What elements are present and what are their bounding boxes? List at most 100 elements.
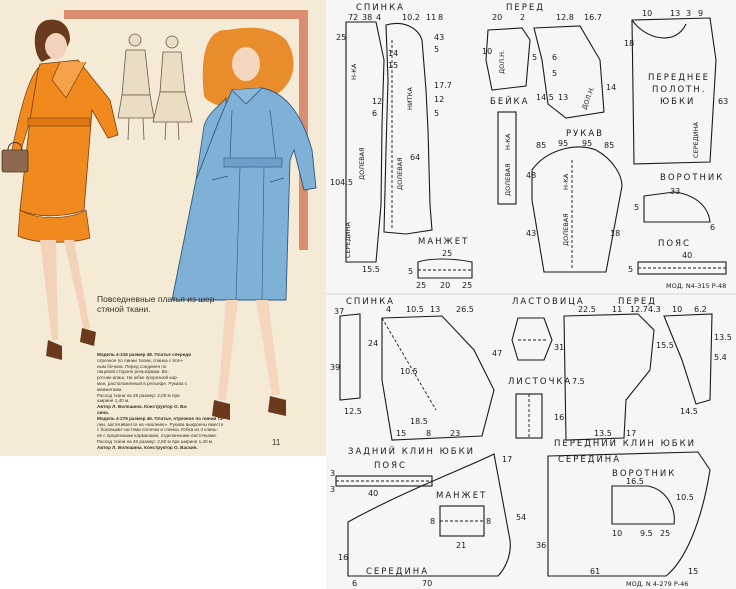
svg-text:13: 13 xyxy=(430,305,440,314)
svg-text:10.5: 10.5 xyxy=(400,367,418,376)
model-label-top: МОД. N4-315 Р-48 xyxy=(666,282,726,290)
svg-text:85: 85 xyxy=(536,141,546,150)
model-label-bottom: МОД. N 4-279 Р-46 xyxy=(626,580,688,588)
svg-text:5.4: 5.4 xyxy=(714,353,727,362)
svg-text:8: 8 xyxy=(430,517,435,526)
svg-text:5: 5 xyxy=(434,45,439,54)
caption-title-line-1: Повседневные платья из шер- xyxy=(97,294,218,304)
decorative-frame-top xyxy=(64,10,308,19)
svg-text:40: 40 xyxy=(682,251,692,260)
caption-line: ширине 1,40 м. xyxy=(97,398,130,404)
svg-text:6: 6 xyxy=(372,109,377,118)
manzhet-measurements-top: 25 5 25 20 25 xyxy=(408,249,472,290)
svg-text:10.5: 10.5 xyxy=(676,493,694,502)
svg-text:10.2: 10.2 xyxy=(402,13,420,22)
label-seredina-bottom-1: СЕРЕДИНА xyxy=(366,567,429,577)
svg-text:63: 63 xyxy=(718,97,728,106)
svg-text:31: 31 xyxy=(554,343,564,352)
svg-text:7.5: 7.5 xyxy=(572,377,585,386)
caption-line: с боковыми частями полочки и спинки. Юбк… xyxy=(97,427,218,433)
svg-text:8: 8 xyxy=(438,13,443,22)
pattern-cuff-piece-top: МАНЖЕТ 25 5 25 20 25 xyxy=(408,237,473,290)
orange-dress-figure xyxy=(1,19,119,360)
spinka-measurements-top: 72 38 4 10.2 11 8 25 14 15 43 5 12 6 17.… xyxy=(330,13,452,274)
svg-text:11: 11 xyxy=(612,305,622,314)
pattern-back-piece-top: СПИНКА СЕРЕДИНА ДОЛЕВАЯ ДОЛЕВАЯ НИТКА Н-… xyxy=(330,3,452,274)
pattern-welt-piece: ЛИСТОЧКА xyxy=(508,377,572,439)
svg-text:72: 72 xyxy=(348,13,358,22)
svg-text:14: 14 xyxy=(388,49,398,58)
svg-text:16.7: 16.7 xyxy=(584,13,602,22)
svg-text:95: 95 xyxy=(582,139,592,148)
caption-title-line-2: стяной ткани. xyxy=(97,304,151,314)
svg-text:3: 3 xyxy=(330,485,335,494)
caption-line: Автор Л. Волошина. Конструктор О. Васкин… xyxy=(97,444,198,450)
caption-line: отрезное по линии талии, спинка с втач- xyxy=(97,357,184,363)
label-dolevaya-top-2: ДОЛЕВАЯ xyxy=(396,157,404,190)
pattern-sheet: СПИНКА СЕРЕДИНА ДОЛЕВАЯ ДОЛЕВАЯ НИТКА Н-… xyxy=(326,0,736,589)
svg-text:5: 5 xyxy=(552,69,557,78)
svg-text:6: 6 xyxy=(710,223,715,232)
caption-line: лии, застегивается на «молнию». Рукава в… xyxy=(97,421,224,427)
svg-text:14: 14 xyxy=(606,83,616,92)
label-dolevaya-beika: ДОЛЕВАЯ xyxy=(504,163,512,196)
label-dolevaya-rukav: ДОЛЕВАЯ xyxy=(562,213,570,246)
label-nka-top-1: Н-КА xyxy=(350,63,358,80)
svg-text:14.5: 14.5 xyxy=(536,93,554,102)
pattern-front-skirt-bottom: ПЕРЕДНИЙ КЛИН ЮБКИ СЕРЕДИНА ВОРОТНИК 16.… xyxy=(536,437,711,588)
svg-text:37: 37 xyxy=(334,307,344,316)
sewing-pattern-drawing: СПИНКА СЕРЕДИНА ДОЛЕВАЯ ДОЛЕВАЯ НИТКА Н-… xyxy=(326,3,736,588)
svg-text:14.5: 14.5 xyxy=(680,407,698,416)
svg-text:17: 17 xyxy=(626,429,636,438)
svg-text:25: 25 xyxy=(660,529,670,538)
svg-text:15: 15 xyxy=(388,61,398,70)
svg-text:5: 5 xyxy=(408,267,413,276)
back-view-sketch-1 xyxy=(117,33,155,141)
label-dolevaya-top-1: ДОЛЕВАЯ xyxy=(358,147,366,180)
svg-text:64: 64 xyxy=(410,153,420,162)
svg-text:48: 48 xyxy=(526,171,536,180)
label-back-skirt: ЗАДНИЙ КЛИН ЮБКИ xyxy=(348,445,475,457)
label-front-skirt-2: ПОЛОТН. xyxy=(652,85,706,95)
rukav-measurements-top: 85 95 95 85 48 43 18 xyxy=(526,139,620,238)
svg-text:25: 25 xyxy=(462,281,472,290)
pered-measurements-top: 20 2 12.8 16.7 10 5 6 5 14.5 13 14 xyxy=(482,13,616,102)
svg-text:15: 15 xyxy=(688,567,698,576)
svg-text:15.5: 15.5 xyxy=(656,341,674,350)
svg-text:6: 6 xyxy=(352,579,357,588)
svg-text:26.5: 26.5 xyxy=(456,305,474,314)
svg-text:12.5: 12.5 xyxy=(344,407,362,416)
label-poyas-bottom: ПОЯС xyxy=(374,461,407,471)
skirt-measurements-top: 10 13 3 9 18 63 xyxy=(624,9,728,106)
label-rukav-top: РУКАВ xyxy=(566,129,604,139)
page-number: 11 xyxy=(272,438,281,447)
svg-text:3: 3 xyxy=(330,469,335,478)
svg-text:12.7: 12.7 xyxy=(630,305,648,314)
svg-text:40: 40 xyxy=(368,489,378,498)
label-vorotnik-bottom: ВОРОТНИК xyxy=(612,469,676,479)
label-front-skirt-3: ЮБКИ xyxy=(660,97,695,107)
svg-text:10.5: 10.5 xyxy=(406,305,424,314)
svg-text:18: 18 xyxy=(610,229,620,238)
svg-text:10: 10 xyxy=(612,529,622,538)
svg-text:16: 16 xyxy=(554,413,564,422)
magazine-page: Повседневные платья из шер- стяной ткани… xyxy=(0,0,326,456)
caption-line: Автор Л. Волошина. Конструктор О. Ва- xyxy=(97,404,188,410)
svg-text:10: 10 xyxy=(672,305,682,314)
label-listochka: ЛИСТОЧКА xyxy=(508,377,572,387)
svg-text:95: 95 xyxy=(558,139,568,148)
svg-text:61: 61 xyxy=(590,567,600,576)
back-view-sketch-2 xyxy=(152,35,193,141)
svg-text:5: 5 xyxy=(434,109,439,118)
caption-line: Модель 4-279 размер 46. Платье, отрезное… xyxy=(97,415,224,421)
pattern-collar-top: ВОРОТНИК 33 5 6 xyxy=(634,173,722,232)
svg-text:25: 25 xyxy=(416,281,426,290)
caption-line: ным бочком. Перед соединен по xyxy=(97,363,167,369)
label-poyas-top: ПОЯС xyxy=(658,239,691,249)
blue-dress-figure xyxy=(171,27,317,420)
caption-line: ман, расположенный в рельефе. Рукава с xyxy=(97,380,187,386)
svg-text:38: 38 xyxy=(362,13,372,22)
svg-text:10: 10 xyxy=(482,47,492,56)
svg-text:25: 25 xyxy=(442,249,452,258)
pattern-front-piece-bottom: ПЕРЕД 22.5 11 12.7 4.3 31 7.5 13.5 17 16… xyxy=(554,297,732,441)
